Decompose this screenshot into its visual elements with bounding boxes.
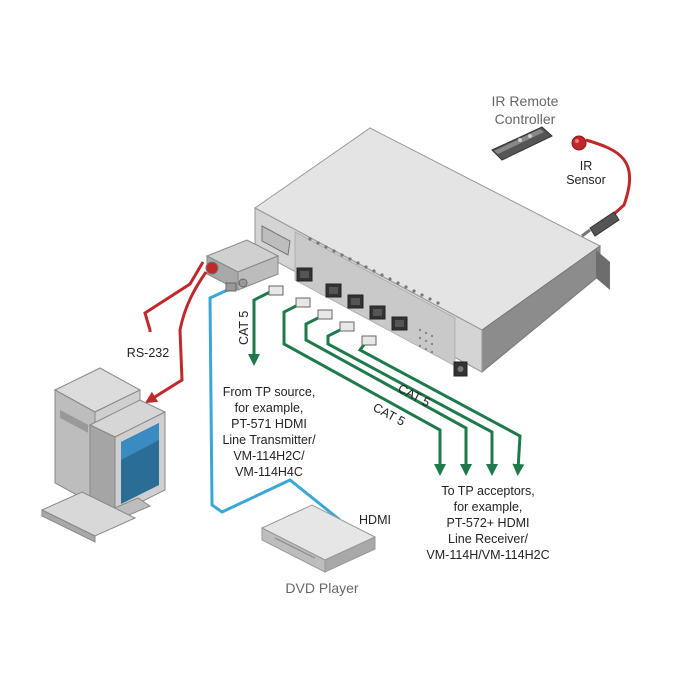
cat5-output-cable-1 [282, 302, 446, 476]
ir-sensor-label-line1: IR [580, 159, 593, 173]
dvd-player-label: DVD Player [285, 580, 358, 596]
ir-sensor-label-line2: Sensor [566, 173, 606, 187]
cat5-output-plug-4 [361, 335, 377, 346]
rj45-port-out-3 [369, 305, 386, 320]
cat5-output-plug-2 [317, 309, 333, 320]
cat5-input-plug [268, 285, 284, 296]
source-description: From TP source, for example, PT-571 HDMI… [222, 385, 316, 479]
acceptor-line-1: To TP acceptors, [441, 484, 534, 498]
source-line-2: for example, [235, 401, 304, 415]
dvd-player-icon [260, 504, 377, 573]
ir-remote-label-line1: IR Remote [492, 93, 559, 109]
ir-remote-icon [491, 126, 553, 161]
rs232-cable-top [143, 261, 205, 332]
source-line-1: From TP source, [223, 385, 316, 399]
ir-sensor-cable [585, 138, 632, 216]
ir-remote-label-line2: Controller [495, 111, 556, 127]
ir-sensor-icon [571, 135, 587, 151]
hdmi-plug [225, 282, 237, 292]
rs232-cable [144, 271, 208, 404]
switcher-device [254, 127, 610, 377]
mini-jack-plug [581, 211, 620, 238]
rj45-port-out-4 [391, 316, 408, 331]
cat5-output-cable-2 [304, 314, 472, 476]
side-grille [418, 328, 434, 354]
cat5-input-cable [248, 290, 271, 366]
power-jack [453, 361, 468, 377]
acceptor-line-4: Line Receiver/ [448, 532, 528, 546]
rj45-port-input [296, 267, 313, 282]
db9-connector [205, 239, 280, 291]
hdmi-cable [208, 286, 341, 522]
acceptor-line-5: VM-114H/VM-114H2C [426, 548, 549, 562]
rj45-port-out-2 [347, 294, 364, 309]
cat5-output-cable-4 [357, 341, 525, 476]
rs232-label: RS-232 [127, 346, 169, 360]
source-line-4: Line Transmitter/ [222, 433, 316, 447]
source-line-3: PT-571 HDMI [231, 417, 307, 431]
cat5-output-plug-1 [295, 297, 311, 308]
source-line-5: VM-114H2C/ [233, 449, 305, 463]
rj45-port-out-1 [325, 283, 342, 298]
computer-icon [40, 367, 167, 543]
cat5-lower-label: CAT 5 [371, 400, 408, 428]
rs232-port [261, 225, 291, 256]
cat5-output-plug-3 [339, 321, 355, 332]
vent-grille [308, 237, 440, 305]
cat5-vertical-label: CAT 5 [237, 311, 251, 345]
hdmi-label: HDMI [359, 513, 391, 527]
source-line-6: VM-114H4C [235, 465, 303, 479]
acceptor-description: To TP acceptors, for example, PT-572+ HD… [426, 484, 549, 562]
acceptor-line-2: for example, [454, 500, 523, 514]
cat5-output-cable-3 [326, 326, 498, 476]
acceptor-line-3: PT-572+ HDMI [446, 516, 529, 530]
